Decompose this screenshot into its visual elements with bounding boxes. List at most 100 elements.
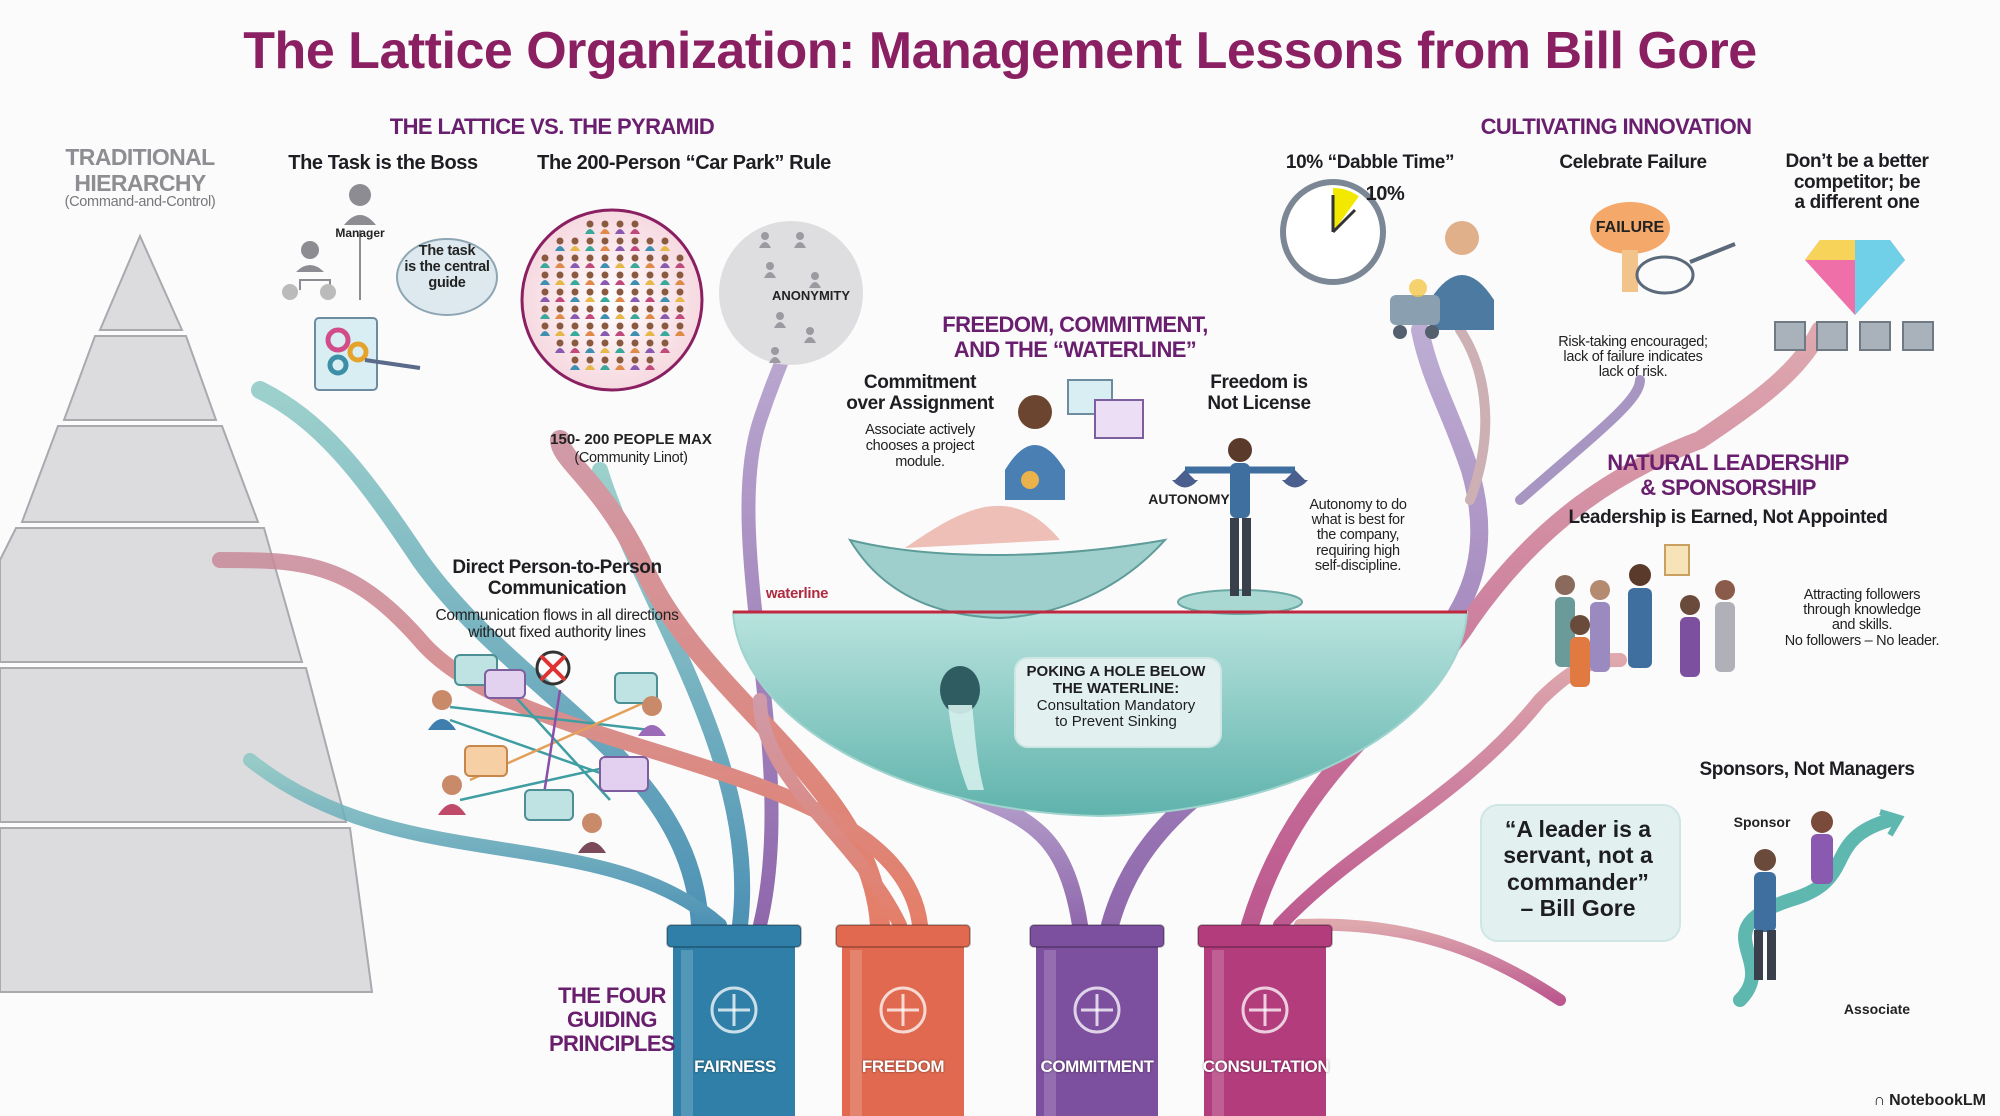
crowd-person-icon (600, 339, 610, 353)
task-boss-title: The Task is the Boss (288, 152, 478, 174)
handshake-icon (1073, 986, 1121, 1034)
communication-title: Direct Person-to-Person Communication (452, 557, 662, 600)
crowd-person-icon (540, 271, 550, 285)
leadership-group-illustration (1555, 544, 1735, 687)
quote-line: commander” (1507, 868, 1649, 895)
header-line: THE FOUR (558, 983, 666, 1008)
crowd-person-icon (555, 305, 565, 319)
bubble-line: The task (418, 243, 476, 259)
crowd-person-icon (630, 322, 640, 336)
description-line: and skills. (1831, 617, 1893, 634)
paper-boat (847, 538, 1168, 620)
crowd-person-icon (615, 254, 625, 268)
description-line: without fixed authority lines (468, 624, 646, 642)
crowd-person-icon (675, 271, 685, 285)
description-line: No followers – No leader. (1784, 632, 1940, 649)
dabble-percent-label: 10% (1365, 183, 1405, 205)
crowd-person-icon (645, 339, 655, 353)
anonymity-circle (719, 221, 863, 365)
crowd-person-icon (570, 356, 580, 370)
crowd-person-icon (660, 305, 670, 319)
crowd-person-icon (645, 322, 655, 336)
pyramid-hierarchy-illustration (0, 233, 374, 993)
dabble-time-title: 10% “Dabble Time” (1285, 152, 1455, 173)
sponsors-title: Sponsors, Not Managers (1699, 759, 1915, 780)
crowd-person-icon (615, 288, 625, 302)
crowd-person-icon (600, 271, 610, 285)
title-line: Freedom is (1210, 372, 1308, 393)
header-line: GUIDING (567, 1007, 658, 1033)
hole-icon (940, 666, 980, 714)
section-header-principles: THE FOUR GUIDING PRINCIPLES (549, 983, 676, 1057)
crowd-person-icon (570, 288, 580, 302)
description-line: Autonomy to do (1309, 497, 1407, 513)
description-line: module. (895, 454, 945, 471)
title-line: Don’t be a better (1785, 151, 1929, 172)
crowd-person-icon (555, 288, 565, 302)
crowd-person-icon (600, 220, 610, 234)
no-hierarchy-icon (535, 650, 571, 686)
description-line: Communication flows in all directions (435, 607, 679, 624)
notebooklm-brand: ∩ NotebookLM (1874, 1092, 1986, 1110)
crowd-person-icon (540, 322, 550, 336)
callout-description-line: to Prevent Sinking (1055, 713, 1177, 731)
clock-dabble-time-icon (1280, 179, 1386, 285)
community-limit-label: (Community Linot) (574, 450, 688, 466)
poking-hole-callout (1014, 657, 1222, 748)
header-line: NATURAL LEADERSHIP (1607, 450, 1849, 475)
crowd-person-icon (660, 254, 670, 268)
tablet-with-gears-illustration (314, 317, 421, 391)
dove-icon (879, 986, 927, 1034)
crowd-person-icon (585, 271, 595, 285)
crowd-person-icon (630, 305, 640, 319)
pillar-label-commitment: COMMITMENT (1040, 1057, 1154, 1076)
title-line: competitor; be (1793, 171, 1921, 193)
people-chat-icon (1241, 986, 1289, 1034)
title-line: Not License (1207, 393, 1311, 415)
poking-hole-text: POKING A HOLE BELOW THE WATERLINE: Consu… (1027, 663, 1206, 731)
crowd-person-icon (600, 305, 610, 319)
crowd-person-icon (585, 339, 595, 353)
crowd-person-icon (585, 322, 595, 336)
failure-badge: FAILURE (1595, 219, 1665, 236)
celebrate-failure-title: Celebrate Failure (1559, 152, 1707, 173)
chat-bubbles (454, 654, 658, 821)
person-with-scales-illustration (1172, 438, 1308, 596)
crowd-person-icon (555, 237, 565, 251)
commitment-description: Associate actively chooses a project mod… (865, 422, 975, 471)
anonymous-person-icon (794, 232, 806, 248)
crowd-person-icon (585, 254, 595, 268)
crowd-person-icon (600, 322, 610, 336)
anonymity-label: ANONYMITY (772, 288, 850, 303)
communication-title-line: Communication (487, 578, 627, 600)
header-line: & SPONSORSHIP (1640, 474, 1816, 500)
crowd-person-icon (615, 322, 625, 336)
crowd-person-icon (600, 254, 610, 268)
crowd-person-icon (630, 356, 640, 370)
crowd-person-icon (675, 288, 685, 302)
sponsor-and-associate-illustration (1733, 809, 1905, 1007)
crowd-person-icon (570, 305, 580, 319)
callout-description-line: Consultation Mandatory (1036, 696, 1196, 714)
waterfall (948, 705, 984, 790)
crowd-person-icon (540, 305, 550, 319)
crowd-person-icon (630, 254, 640, 268)
thought-bubble (396, 238, 498, 316)
page-title: The Lattice Organization: Management Les… (243, 22, 1757, 80)
communication-description: Communication flows in all directions wi… (435, 607, 678, 642)
crowd-person-icon (630, 288, 640, 302)
hierarchy-title-line: HIERARCHY (74, 169, 206, 196)
description-line: requiring high (1316, 542, 1400, 559)
crowd-person-icon (600, 288, 610, 302)
title-line: a different one (1794, 192, 1920, 214)
people-max-label: 150- 200 PEOPLE MAX (550, 431, 712, 448)
autonomy-description: Autonomy to do what is best for the comp… (1309, 497, 1407, 574)
crowd-person-icon (615, 271, 625, 285)
sponsor-label: Sponsor (1733, 814, 1791, 830)
org-chart-icon (282, 184, 376, 300)
traditional-hierarchy-title: TRADITIONAL HIERARCHY (65, 144, 215, 197)
crowd-person-icon (600, 356, 610, 370)
crowd-person-icon (540, 254, 550, 268)
anonymous-person-icon (759, 232, 771, 248)
